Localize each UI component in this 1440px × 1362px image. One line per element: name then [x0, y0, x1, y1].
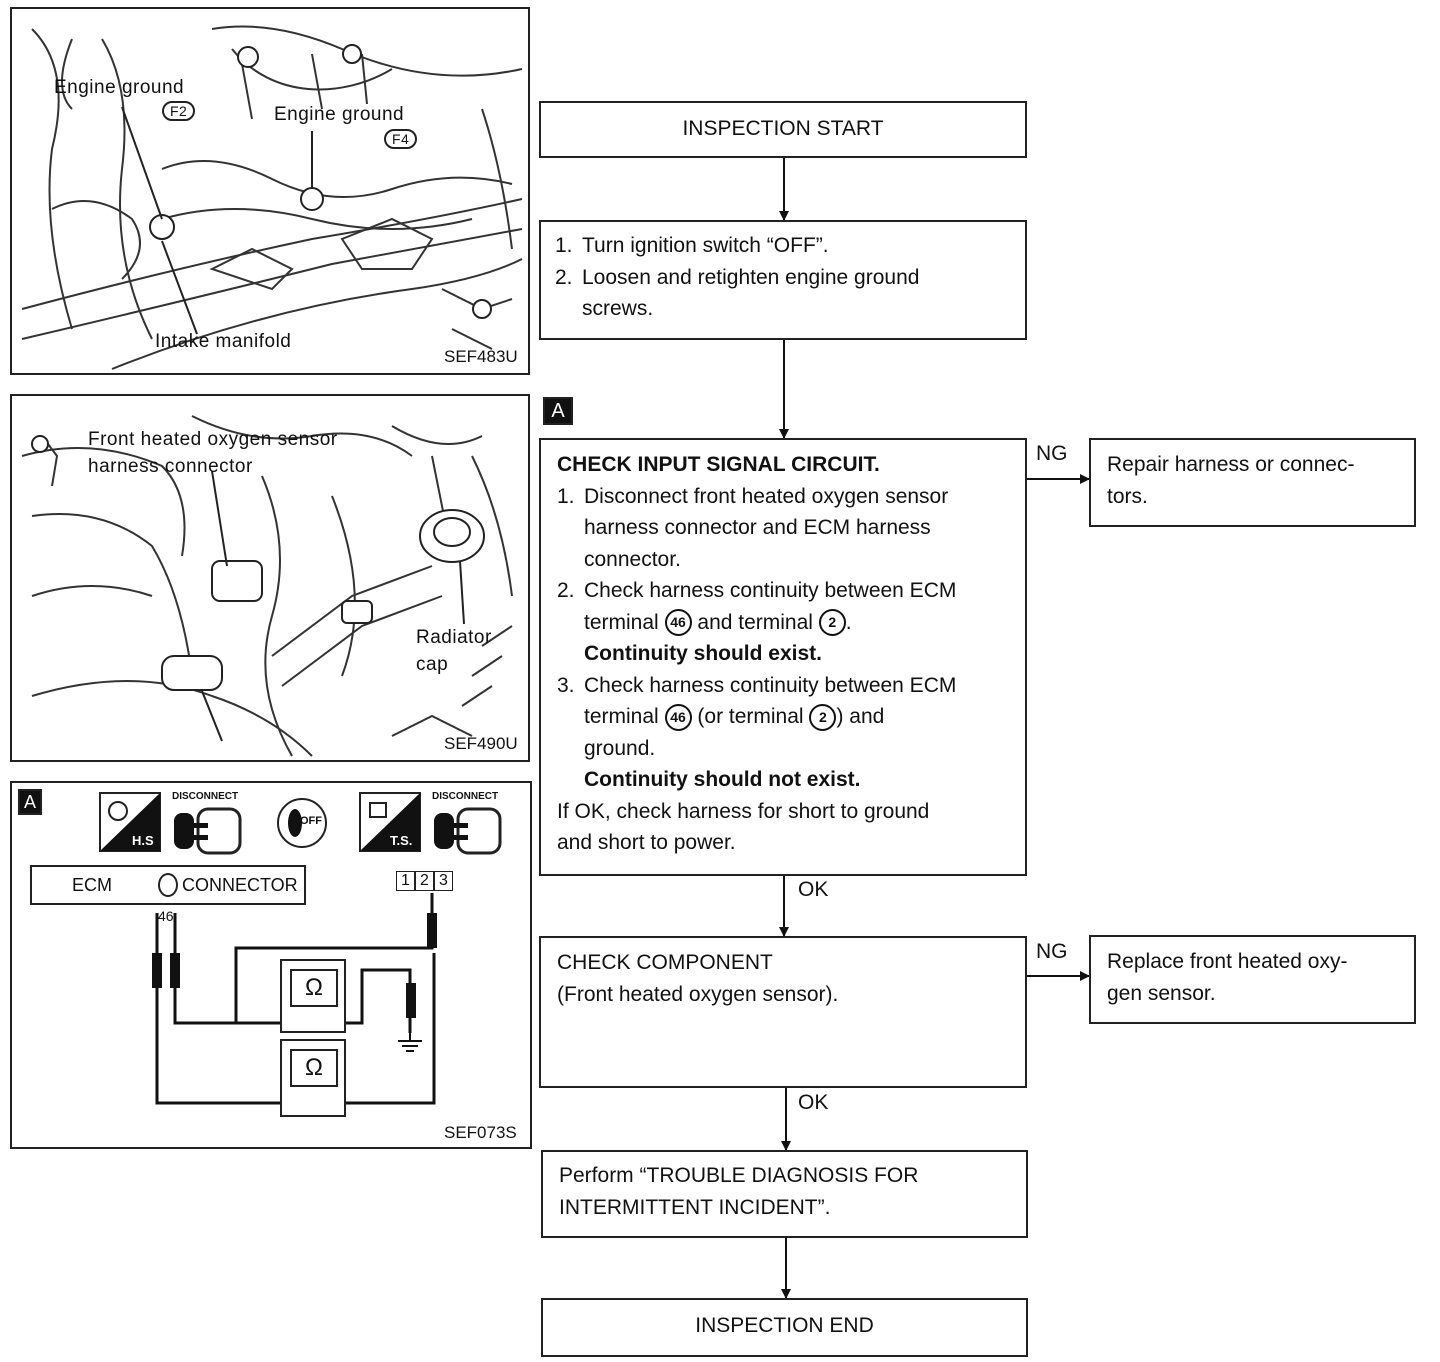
ng-label-2: NG — [1036, 940, 1068, 963]
pin-3: 3 — [434, 871, 453, 891]
radiator-label-2: cap — [416, 654, 449, 675]
step1-item-1: 1.Turn ignition switch “OFF”. — [555, 234, 829, 257]
oxygen-sensor-figure: Front heated oxygen sensor harness conne… — [10, 394, 530, 762]
repair-text-a: Repair harness or connec- — [1107, 453, 1355, 476]
check-3b2: (or terminal — [697, 705, 804, 728]
disconnect-label-1: DISCONNECT — [172, 791, 239, 802]
engine-sketch — [21, 25, 523, 370]
connector-hole-icon — [158, 873, 178, 897]
disconnect-icon-1 — [174, 807, 242, 855]
f2-tag: F2 — [162, 101, 196, 121]
radiator-label-1: Radiator — [416, 627, 492, 648]
component-text-b: (Front heated oxygen sensor). — [557, 982, 839, 1006]
ecm-label: ECM — [72, 875, 112, 895]
step1-text-2b: screws. — [582, 297, 654, 320]
inspection-start-text: INSPECTION START — [682, 117, 884, 140]
check-3a: Check harness continuity between ECM — [584, 673, 957, 697]
check-item-1: 1. Disconnect front heated oxygen sensor… — [557, 484, 949, 571]
check-ok-a: If OK, check harness for short to ground — [557, 799, 930, 823]
sensor-sketch — [21, 415, 513, 757]
check-ok-b: and short to power. — [557, 831, 736, 854]
sensor-label-2: harness connector — [88, 456, 253, 477]
component-text-a: CHECK COMPONENT — [557, 951, 773, 974]
ohm-face: Ω — [290, 1049, 338, 1087]
check-2b1: terminal — [584, 610, 659, 634]
inspection-start-box: INSPECTION START — [539, 101, 1027, 158]
f4-tag: F4 — [384, 129, 418, 149]
check-item-2: 2. Check harness continuity between ECM … — [557, 579, 957, 665]
ok-label-1: OK — [798, 878, 829, 901]
inspection-end-box: INSPECTION END — [541, 1298, 1028, 1357]
ohmmeter-1: Ω — [280, 959, 346, 1033]
check-1a: Disconnect front heated oxygen sensor — [584, 484, 949, 508]
sensor-label-1: Front heated oxygen sensor — [88, 429, 338, 450]
check-3b1: terminal — [584, 705, 659, 728]
perform-text-b: INTERMITTENT INCIDENT”. — [559, 1195, 831, 1219]
check-2a: Check harness continuity between ECM — [584, 579, 957, 602]
perform-text-a: Perform “TROUBLE DIAGNOSIS FOR — [559, 1164, 919, 1187]
terminal-2-badge: 2 — [818, 609, 846, 637]
check-component-box: CHECK COMPONENT (Front heated oxygen sen… — [539, 936, 1027, 1088]
disconnect-icon-2 — [434, 807, 502, 855]
step1-text-2a: Loosen and retighten engine ground — [582, 265, 920, 289]
ok-label-2: OK — [798, 1091, 829, 1114]
step1-text-1: Turn ignition switch “OFF”. — [582, 234, 829, 257]
terminal-46-badge: 46 — [664, 703, 692, 731]
check-3c: ground. — [584, 736, 656, 760]
ignition-text: OFF — [300, 815, 322, 827]
ts-text: T.S. — [390, 833, 413, 848]
ignition-off-icon — [277, 798, 327, 848]
hs-text: H.S — [132, 833, 154, 848]
marker-a: A — [543, 397, 573, 425]
replace-text-b: gen sensor. — [1107, 981, 1216, 1005]
repair-box: Repair harness or connec- tors. — [1089, 438, 1416, 527]
check-1b: harness connector and ECM harness — [584, 516, 931, 539]
figure-code: SEF490U — [444, 734, 518, 753]
intake-manifold-label: Intake manifold — [155, 331, 292, 352]
pin-46-label: 46 — [158, 908, 174, 924]
ecm-connector: ECM CONNECTOR — [30, 865, 306, 905]
check-2b2: and terminal — [697, 610, 813, 634]
figure-code: SEF073S — [444, 1123, 517, 1142]
pin-2: 2 — [415, 871, 434, 891]
check-input-title: CHECK INPUT SIGNAL CIRCUIT. — [557, 453, 880, 476]
perform-box: Perform “TROUBLE DIAGNOSIS FOR INTERMITT… — [541, 1150, 1028, 1238]
wiring-sketch — [99, 792, 502, 1105]
wiring-test-figure: A — [10, 781, 532, 1149]
terminal-2-badge: 2 — [809, 703, 837, 731]
engine-ground-label-2: Engine ground — [274, 104, 405, 125]
harness-side-icon — [99, 792, 161, 852]
figure-code: SEF483U — [444, 347, 518, 366]
disconnect-label-2: DISCONNECT — [432, 791, 499, 802]
replace-box: Replace front heated oxy- gen sensor. — [1089, 935, 1416, 1024]
check-2-result: Continuity should exist. — [584, 642, 823, 665]
check-item-3: 3. Check harness continuity between ECM … — [557, 673, 957, 792]
engine-ground-label-1: Engine ground — [54, 77, 185, 98]
check-input-box: CHECK INPUT SIGNAL CIRCUIT. 1. Disconnec… — [539, 438, 1027, 876]
ohm-face: Ω — [290, 969, 338, 1007]
step1-box: 1.Turn ignition switch “OFF”. 2.Loosen a… — [539, 220, 1027, 340]
inspection-end-text: INSPECTION END — [695, 1314, 874, 1337]
engine-ground-figure: Engine ground F2 Engine ground F4 Intake… — [10, 7, 530, 375]
connector-label: CONNECTOR — [182, 875, 298, 895]
replace-text-a: Replace front heated oxy- — [1107, 950, 1348, 973]
marker-a: A — [18, 789, 42, 815]
check-1c: connector. — [584, 547, 681, 571]
pin-1: 1 — [396, 871, 415, 891]
ohmmeter-2: Ω — [280, 1039, 346, 1117]
terminal-46-badge: 46 — [664, 609, 692, 637]
repair-text-b: tors. — [1107, 484, 1148, 508]
check-3b3: ) and — [836, 705, 885, 728]
ng-label-1: NG — [1036, 442, 1068, 465]
check-3-result: Continuity should not exist. — [584, 768, 861, 791]
terminal-side-icon — [359, 792, 421, 852]
